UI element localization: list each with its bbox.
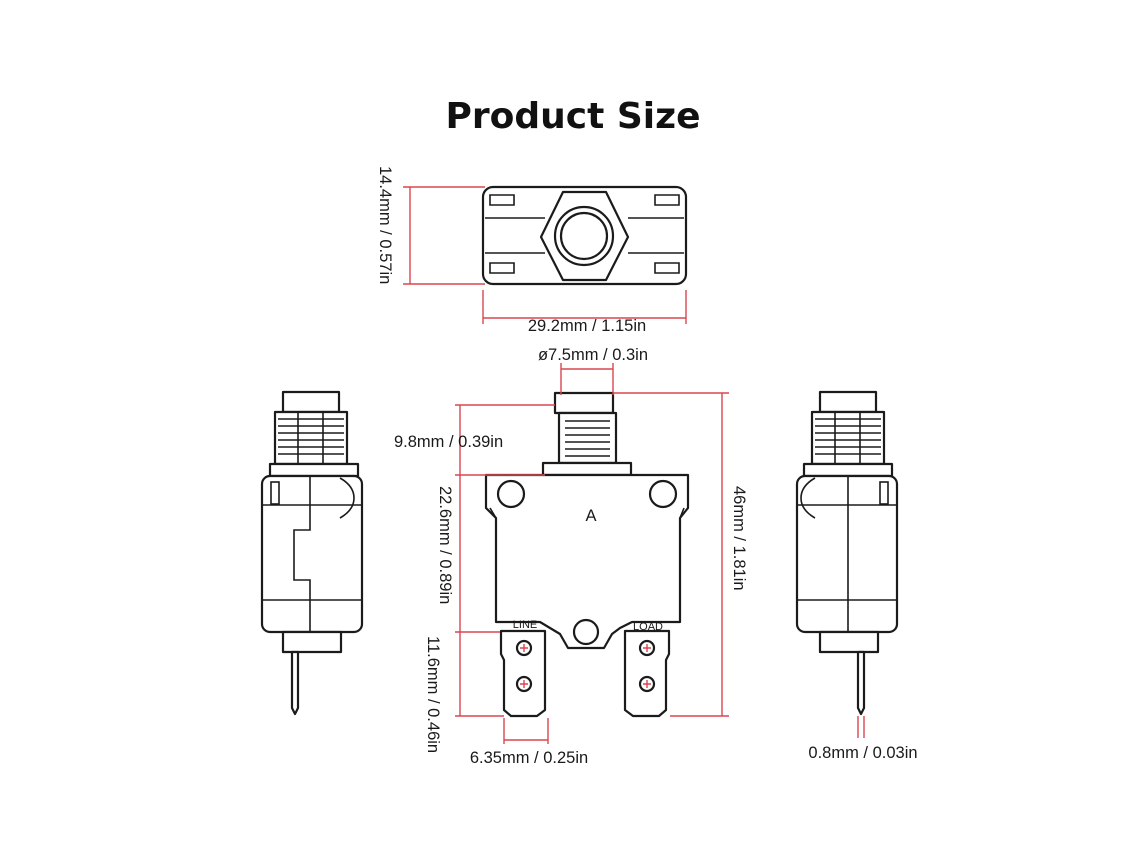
dim-terminal-thickness: 0.8mm / 0.03in [808, 744, 917, 762]
top-view-rails [485, 217, 684, 254]
left-base [281, 630, 343, 654]
dim-body-height: 22.6mm / 0.89in [436, 486, 454, 604]
dim-button-diameter: ø7.5mm / 0.3in [538, 346, 648, 364]
left-body [260, 474, 364, 634]
front-nut [541, 461, 633, 477]
right-terminal-pin [856, 650, 866, 716]
dim-button-height: 9.8mm / 0.39in [394, 433, 503, 451]
dim-terminal-width: 6.35mm / 0.25in [470, 749, 588, 767]
terminal-load [623, 629, 671, 718]
left-body-lines [262, 504, 362, 601]
top-view-button [559, 211, 609, 261]
right-base [818, 630, 880, 654]
right-body [795, 474, 899, 634]
right-thread-divider [834, 412, 861, 464]
front-mount-hole-left [496, 479, 526, 509]
right-body-curve [800, 477, 816, 519]
left-side-view [260, 390, 364, 716]
front-view: A LINE LOAD [484, 391, 690, 718]
right-side-view: 0.8mm / 0.03in [795, 390, 918, 762]
left-body-curve [339, 477, 355, 519]
left-body-tab [270, 481, 280, 505]
dim-top-height: 14.4mm / 0.57in [376, 166, 394, 284]
terminal-line [499, 629, 547, 718]
right-body-tab [879, 481, 889, 505]
front-view-dimensions: ø7.5mm / 0.3in 9.8mm / 0.39in 22.6mm / 0… [394, 346, 748, 767]
left-thread-lines [278, 418, 344, 455]
left-nut [268, 462, 360, 478]
dim-terminal-height: 11.6mm / 0.46in [424, 636, 442, 753]
right-button-cap [818, 390, 878, 414]
terminal-screws [515, 639, 656, 693]
terminal-line-label: LINE [513, 619, 537, 631]
dim-total-height: 46mm / 1.81in [730, 486, 748, 591]
front-center-hole [572, 618, 600, 646]
top-view-dimensions: 14.4mm / 0.57in 29.2mm / 1.15in [376, 166, 687, 335]
right-nut [802, 462, 894, 478]
right-thread-lines [815, 418, 881, 455]
left-thread-divider [297, 412, 324, 464]
page-title: Product Size [446, 96, 701, 137]
top-view-slots [489, 194, 680, 274]
dim-top-width: 29.2mm / 1.15in [528, 317, 646, 335]
right-body-lines [797, 504, 897, 601]
left-thread [273, 410, 349, 466]
left-terminal-pin [290, 650, 300, 716]
front-body-steps [489, 507, 685, 519]
front-label: A [585, 507, 596, 525]
terminal-load-label: LOAD [633, 621, 663, 633]
front-thread-lines [565, 420, 610, 457]
front-mount-hole-right [648, 479, 678, 509]
left-body-notch [293, 476, 311, 632]
front-button-cap [553, 391, 615, 415]
front-body [484, 473, 690, 650]
top-view [481, 185, 688, 286]
left-button-cap [281, 390, 341, 414]
